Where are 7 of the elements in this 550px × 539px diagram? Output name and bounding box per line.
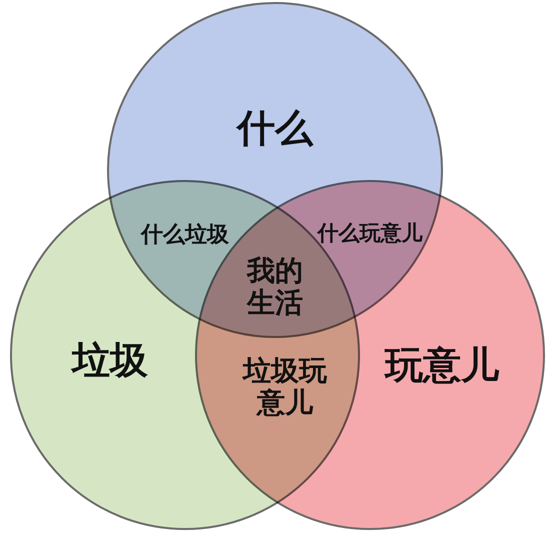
circle-label: 玩意儿 — [385, 346, 499, 384]
circle-label: 垃圾 — [72, 341, 148, 379]
overlap-label: 我的生活 — [246, 254, 304, 320]
overlap-label: 垃圾玩意儿 — [242, 354, 328, 420]
circle-label: 什么 — [237, 109, 313, 147]
overlap-label: 什么垃圾 — [141, 222, 229, 248]
overlap-label: 什么玩意儿 — [318, 220, 422, 246]
